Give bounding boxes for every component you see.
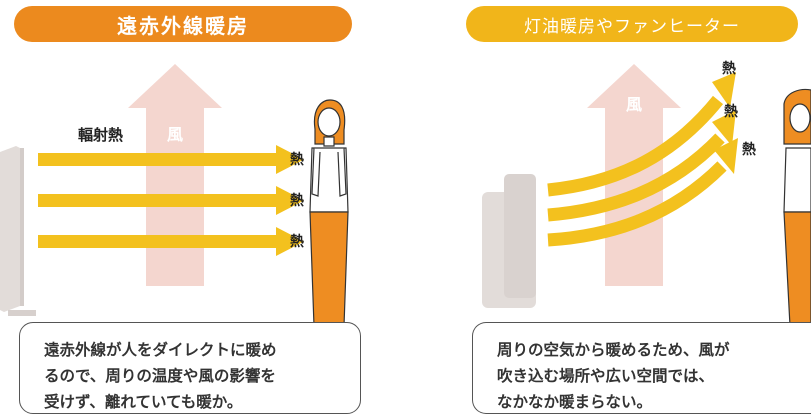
radiant-heat-arrow — [38, 186, 304, 215]
caption-line: 吹き込む場所や広い空間では、 — [497, 367, 715, 385]
heat-label: 熱 — [722, 60, 736, 77]
far-infrared-panel: 遠赤外線暖房 風 輻射熱 熱 熱 熱 — [0, 0, 380, 419]
heat-label: 熱 — [290, 151, 304, 168]
far-infrared-title: 遠赤外線暖房 — [14, 6, 352, 42]
kerosene-heater-caption: 周りの空気から暖めるため、風が 吹き込む場所や広い空間では、 なかなか暖まらない… — [472, 322, 811, 414]
panel-heater-icon — [0, 146, 36, 316]
caption-line: 遠赤外線が人をダイレクトに暖め — [44, 341, 277, 359]
far-infrared-illustration: 風 輻射熱 熱 熱 熱 — [0, 64, 349, 324]
radiant-heat-arrow — [38, 227, 304, 256]
convection-heat-arrow — [547, 110, 736, 222]
person-icon — [783, 88, 811, 324]
far-infrared-caption: 遠赤外線が人をダイレクトに暖め るので、周りの温度や風の影響を 受けず、離れてい… — [19, 322, 361, 414]
caption-line: なかなか暖まらない。 — [497, 393, 653, 411]
caption-line: るので、周りの温度や風の影響を — [44, 367, 276, 385]
convection-heat-arrow — [547, 138, 738, 247]
heat-label: 熱 — [290, 233, 304, 250]
radiant-heat-arrow — [38, 145, 304, 174]
kerosene-heater-illustration: 風 熱 熱 熱 — [482, 60, 811, 324]
heat-label: 熱 — [290, 192, 304, 209]
heat-label: 熱 — [724, 103, 738, 120]
convection-heat-arrow — [547, 72, 736, 197]
person-icon — [309, 99, 349, 324]
radiant-heat-label: 輻射熱 — [78, 126, 123, 144]
wind-label: 風 — [626, 95, 642, 114]
wind-arrow — [128, 64, 222, 286]
kerosene-heater-title: 灯油暖房やファンヒーター — [466, 6, 798, 42]
heat-label: 熱 — [742, 141, 756, 158]
caption-line: 受けず、離れていても暖か。 — [44, 393, 243, 411]
caption-line: 周りの空気から暖めるため、風が — [497, 341, 730, 359]
wind-label: 風 — [167, 125, 183, 144]
kerosene-heater-panel: 灯油暖房やファンヒーター 風 熱 熱 熱 — [460, 0, 811, 419]
fan-heater-icon — [482, 174, 536, 308]
